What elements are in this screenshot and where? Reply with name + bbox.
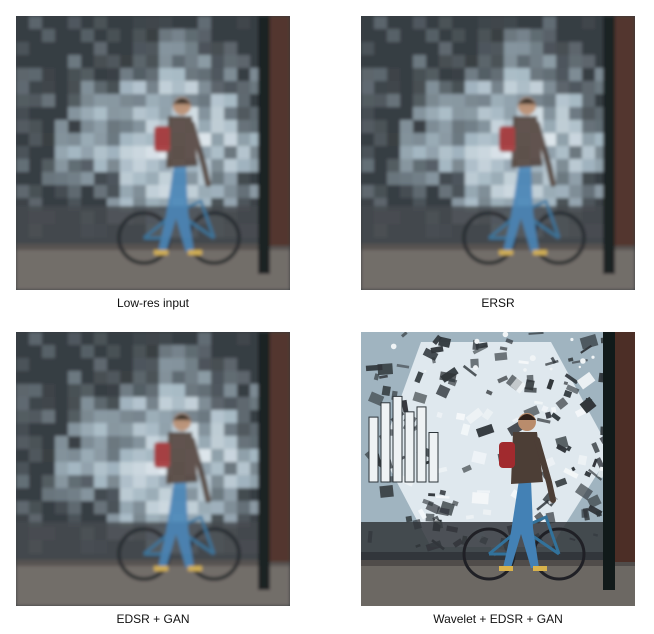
photo-illustration bbox=[16, 16, 290, 290]
image-panel-edsr-gan bbox=[16, 332, 290, 606]
image-panel-low-res-input bbox=[16, 16, 290, 290]
photo-illustration bbox=[361, 332, 635, 606]
image-panel-ersr bbox=[361, 16, 635, 290]
photo-illustration bbox=[361, 16, 635, 290]
photo-illustration bbox=[16, 332, 290, 606]
image-panel-wavelet-edsr-gan bbox=[361, 332, 635, 606]
caption-wavelet-edsr-gan: Wavelet + EDSR + GAN bbox=[433, 612, 563, 626]
caption-ersr: ERSR bbox=[481, 296, 515, 310]
caption-edsr-gan: EDSR + GAN bbox=[116, 612, 190, 626]
caption-low-res-input: Low-res input bbox=[116, 296, 190, 310]
